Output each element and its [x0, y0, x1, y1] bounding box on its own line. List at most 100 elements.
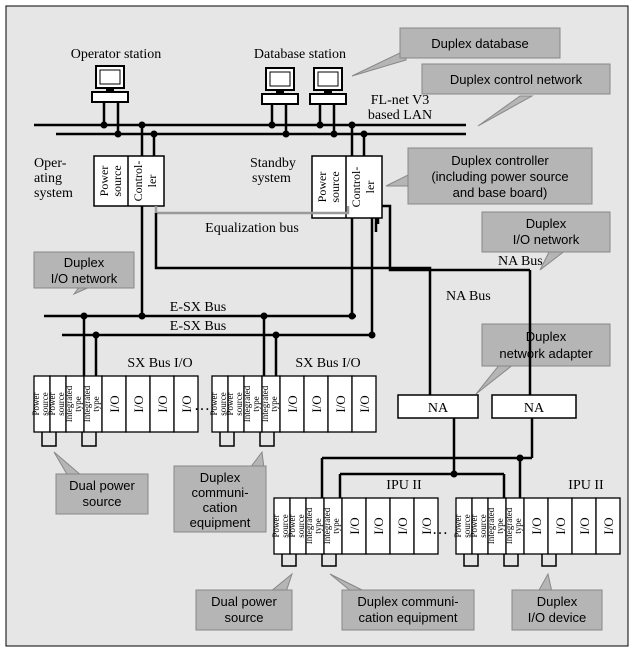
power-source-label-2: source [56, 392, 66, 416]
callout-text-line2: (including power source [431, 169, 568, 184]
callout-box [421, 63, 611, 95]
operating-system-label-2: ating [34, 171, 62, 186]
operator-station-label: Operator station [71, 47, 162, 62]
power-source-label-1: Power [47, 393, 57, 416]
callout-text-line1: Duplex [64, 255, 105, 270]
operator-station [91, 65, 129, 103]
power-source-label-2: source [296, 514, 306, 538]
callout-duplex-io-network-right: Duplex I/O network [481, 211, 611, 271]
callout-text-line2: source [224, 610, 263, 625]
callout-text-line3: cation [203, 500, 238, 515]
callout-text: Duplex database [431, 36, 529, 51]
io-module-label: I/O [553, 517, 568, 534]
integrated-type-label-2: type [313, 518, 323, 534]
na-adapter-2-label: NA [524, 401, 545, 416]
operating-controller [93, 155, 165, 207]
power-source-label-2: source [40, 392, 50, 416]
io-module-label: I/O [347, 517, 362, 534]
io-module [149, 375, 175, 433]
sx-bus-io-label-1: SX Bus I/O [127, 356, 192, 371]
io-module [351, 375, 377, 433]
computer-base-icon [261, 93, 299, 105]
power-source-label-1: Power [225, 393, 235, 416]
io-module [389, 497, 415, 555]
callout-duplex-io-device: Duplex I/O device [511, 572, 603, 631]
fl-net-label-2: based LAN [368, 108, 432, 123]
operating-system-label-3: system [34, 186, 73, 201]
io-module-label: I/O [577, 517, 592, 534]
callout-box [341, 589, 475, 631]
power-source-label-1: Power [271, 515, 281, 538]
integrated-type-label-2: type [513, 518, 523, 534]
controller-label-2: ler [363, 181, 377, 194]
callout-text-line2: I/O network [513, 232, 580, 247]
callout-dual-power-source-left: Dual power source [53, 451, 149, 515]
integrated-type-label-1: Integrated [486, 507, 496, 544]
integrated-type-label-1: Integrated [504, 507, 514, 544]
integrated-type-label-2: type [495, 518, 505, 534]
callout-text-line4: equipment [190, 515, 251, 530]
controller-label-1: Control- [349, 167, 363, 208]
io-module [303, 375, 329, 433]
callout-text-line2: cation equipment [358, 610, 457, 625]
callout-text-line1: Duplex [526, 216, 567, 231]
callout-box [399, 27, 561, 59]
database-station-label: Database station [254, 47, 346, 62]
io-module [523, 497, 549, 555]
callout-box [55, 473, 149, 515]
callout-text-line3: and base board) [453, 185, 548, 200]
diagram-labels: Operator station Database station FL-net… [34, 47, 604, 538]
e-sx-bus-label-1: E-SX Bus [170, 300, 226, 315]
io-module [327, 375, 353, 433]
callout-text: Duplex control network [450, 72, 583, 87]
ipu-label-2: IPU II [568, 478, 604, 493]
ellipsis-top: … [194, 397, 210, 414]
e-sx-bus-label-2: E-SX Bus [170, 319, 226, 334]
monitor-stand [324, 90, 332, 94]
ipu-label-1: IPU II [386, 478, 422, 493]
power-source-label-1: Power [453, 515, 463, 538]
callout-box [33, 251, 135, 289]
power-source-label-2: source [478, 514, 488, 538]
monitor-stand [106, 88, 114, 92]
callout-pointer [477, 95, 534, 127]
io-module-label: I/O [357, 395, 372, 412]
integrated-type-label-2: type [91, 396, 101, 412]
integrated-type-label-1: Integrated [242, 385, 252, 422]
callout-duplex-comm-bottom: Duplex communi- cation equipment [329, 573, 475, 631]
integrated-type-label-2: type [73, 396, 83, 412]
monitor-stand [276, 90, 284, 94]
callout-text-line1: Duplex controller [451, 153, 549, 168]
io-module-label: I/O [309, 395, 324, 412]
power-source-label-2: source [280, 514, 290, 538]
na-adapter-2 [491, 394, 577, 419]
io-module-label: I/O [285, 395, 300, 412]
io-module-label: I/O [179, 395, 194, 412]
power-label-2: source [110, 165, 124, 196]
equalization-bus [154, 206, 350, 215]
controller-box [93, 155, 165, 207]
callout-box [407, 147, 593, 205]
io-module [125, 375, 151, 433]
monitor-screen [317, 71, 339, 87]
callout-text-line1: Duplex [537, 594, 578, 609]
io-module-label: I/O [131, 395, 146, 412]
callout-duplex-control-network: Duplex control network [421, 63, 611, 127]
power-label-1: Power [97, 166, 111, 197]
io-module-label: I/O [529, 517, 544, 534]
monitor-screen [269, 71, 291, 87]
io-module [413, 497, 439, 555]
power-label-1: Power [315, 172, 329, 203]
na-bus-label-lower: NA Bus [446, 289, 491, 304]
callout-box [511, 589, 603, 631]
io-module [571, 497, 597, 555]
callout-text-line1: Duplex [200, 470, 241, 485]
integrated-type-label-2: type [331, 518, 341, 534]
io-module-label: I/O [155, 395, 170, 412]
bus-junction-dots [80, 312, 524, 478]
